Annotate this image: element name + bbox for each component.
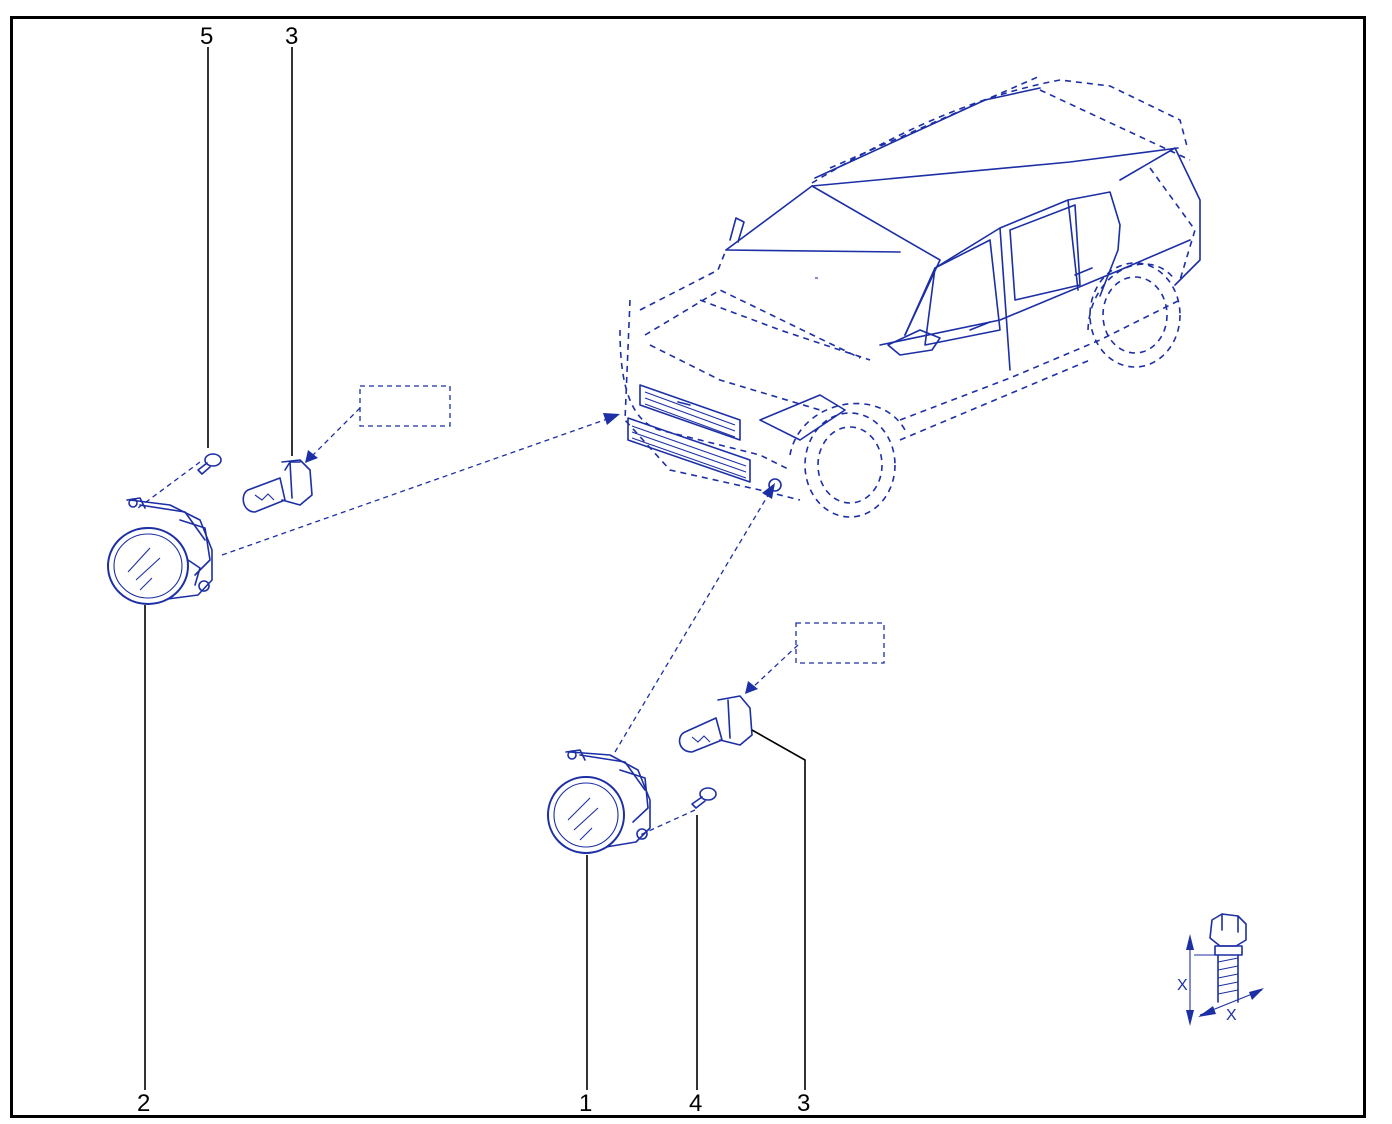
torque-symbol: X X [1177,913,1264,1026]
callout-1: 1 [579,1090,592,1117]
callout-5: 5 [200,23,213,50]
screw-left [197,453,222,475]
torque-label-horizontal: X [1226,1007,1237,1024]
bulb-right [678,695,753,753]
fog-lamp-left [107,497,213,605]
bulb-left [242,459,313,513]
torque-label-vertical: X [1177,977,1188,994]
screw-right [691,787,717,809]
connector-lines [137,407,799,836]
fog-lamp-right [547,749,651,854]
callout-4: 4 [689,1090,702,1117]
diagram-frame [10,16,1366,1118]
callout-3-bottom: 3 [797,1090,810,1117]
vehicle-outline [619,75,1201,518]
placeholder-box-right [795,622,885,664]
callout-3-top: 3 [285,23,298,50]
callout-2: 2 [137,1090,150,1117]
placeholder-box-left [359,385,451,427]
callout-leaders [144,47,806,1090]
